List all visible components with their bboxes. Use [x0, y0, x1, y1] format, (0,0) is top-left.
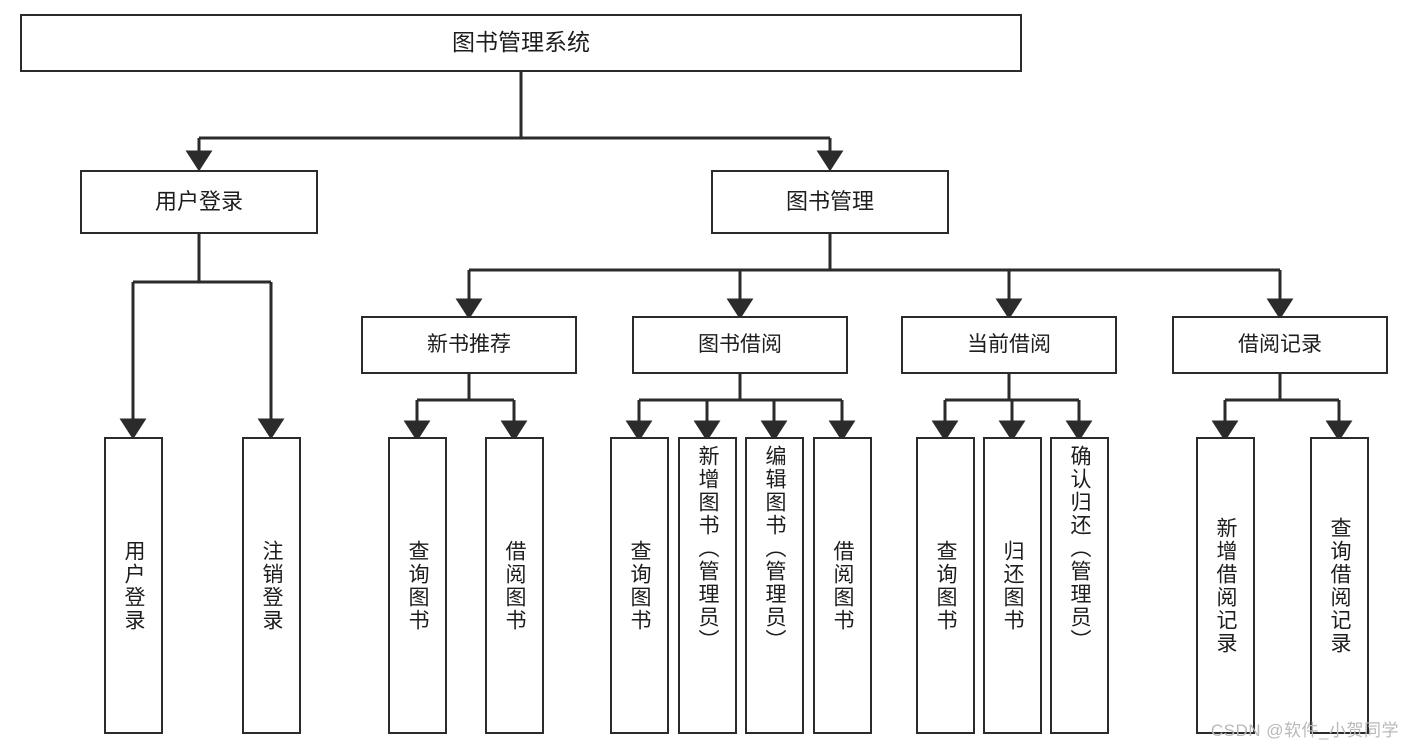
node-root-system-label: 图书管理系统	[452, 29, 590, 56]
leaf-confirm-return-admin-label: 确认归还（管理员）	[1068, 445, 1091, 652]
node-book-management-label: 图书管理	[785, 189, 874, 215]
leaf-query-book-current[interactable]: 查询图书	[916, 437, 975, 734]
node-current-borrow-label: 当前借阅	[967, 332, 1051, 356]
leaf-edit-book-admin-label: 编辑图书（管理员）	[763, 445, 786, 652]
leaf-logout[interactable]: 注销登录	[242, 437, 301, 734]
leaf-add-book-admin-label: 新增图书（管理员）	[696, 445, 719, 652]
node-new-book-recommend-label: 新书推荐	[427, 332, 511, 356]
node-book-borrow[interactable]: 图书借阅	[632, 316, 848, 374]
csdn-watermark: CSDN @软件_小贺同学	[1210, 721, 1399, 740]
leaf-query-book-recommend[interactable]: 查询图书	[388, 437, 447, 734]
node-root-system[interactable]: 图书管理系统	[20, 14, 1022, 72]
leaf-user-login-label: 用户登录	[122, 539, 145, 632]
leaf-borrow-book-recommend-label: 借阅图书	[503, 539, 526, 632]
node-user-login[interactable]: 用户登录	[80, 170, 318, 234]
leaf-query-book-current-label: 查询图书	[934, 539, 957, 632]
leaf-query-borrow-record-label: 查询借阅记录	[1328, 516, 1351, 655]
leaf-confirm-return-admin[interactable]: 确认归还（管理员）	[1050, 437, 1109, 734]
leaf-add-borrow-record-label: 新增借阅记录	[1214, 516, 1237, 655]
leaf-add-borrow-record[interactable]: 新增借阅记录	[1196, 437, 1255, 734]
node-new-book-recommend[interactable]: 新书推荐	[361, 316, 577, 374]
leaf-return-book-label: 归还图书	[1001, 539, 1024, 632]
node-book-management[interactable]: 图书管理	[711, 170, 949, 234]
leaf-query-book-borrow-label: 查询图书	[628, 539, 651, 632]
leaf-query-borrow-record[interactable]: 查询借阅记录	[1310, 437, 1369, 734]
leaf-logout-label: 注销登录	[260, 539, 283, 632]
leaf-user-login[interactable]: 用户登录	[104, 437, 163, 734]
leaf-query-book-borrow[interactable]: 查询图书	[610, 437, 669, 734]
leaf-borrow-book-borrow-label: 借阅图书	[831, 539, 854, 632]
leaf-query-book-recommend-label: 查询图书	[406, 539, 429, 632]
node-current-borrow[interactable]: 当前借阅	[901, 316, 1117, 374]
leaf-add-book-admin[interactable]: 新增图书（管理员）	[678, 437, 737, 734]
node-borrow-record[interactable]: 借阅记录	[1172, 316, 1388, 374]
node-user-login-label: 用户登录	[154, 189, 243, 215]
node-book-borrow-label: 图书借阅	[698, 332, 782, 356]
leaf-return-book[interactable]: 归还图书	[983, 437, 1042, 734]
leaf-edit-book-admin[interactable]: 编辑图书（管理员）	[745, 437, 804, 734]
leaf-borrow-book-recommend[interactable]: 借阅图书	[485, 437, 544, 734]
leaf-borrow-book-borrow[interactable]: 借阅图书	[813, 437, 872, 734]
node-borrow-record-label: 借阅记录	[1238, 332, 1322, 356]
